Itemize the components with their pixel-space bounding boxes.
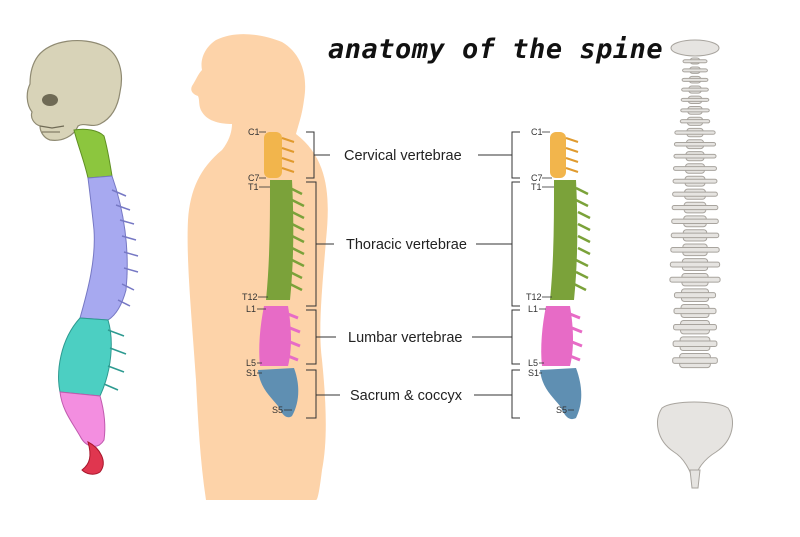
- pelvis-sacrum: [657, 401, 733, 485]
- bone-transverse-process: [681, 77, 709, 82]
- standalone-spine: C1 C7 T1 T12 L1 L5 S1 S5: [526, 127, 591, 420]
- label-s5: S5: [272, 405, 283, 415]
- bone-transverse-process: [673, 141, 717, 147]
- region-name-lumbar: Lumbar vertebrae: [348, 330, 462, 346]
- thoracic-segment: [79, 175, 128, 321]
- bone-transverse-process: [673, 153, 717, 159]
- sacrum-segment: [59, 391, 106, 447]
- region-names: Cervical vertebrae Thoracic vertebrae Lu…: [344, 148, 467, 404]
- bone-spine-front-view: [657, 39, 733, 489]
- bone-transverse-process: [671, 218, 719, 224]
- label-s1-right: S1: [528, 368, 539, 378]
- standalone-vertebra-labels: C1 C7 T1 T12 L1 L5 S1 S5: [526, 127, 574, 415]
- body-silhouette: [187, 34, 328, 500]
- bone-transverse-process: [672, 357, 718, 364]
- bone-transverse-process: [680, 97, 710, 102]
- bone-transverse-process: [680, 108, 710, 113]
- bone-transverse-process: [669, 276, 721, 283]
- bone-transverse-process: [682, 68, 708, 73]
- lumbar-processes: [103, 329, 127, 391]
- bone-transverse-process: [671, 204, 719, 211]
- bone-transverse-process: [670, 232, 720, 239]
- bone-transverse-process: [673, 292, 717, 299]
- label-c1-right: C1: [531, 127, 543, 137]
- thoracic-processes: [111, 189, 139, 307]
- bone-transverse-process: [669, 261, 721, 268]
- bone-transverse-process: [673, 307, 717, 315]
- bone-transverse-process: [670, 246, 720, 253]
- bone-transverse-process: [674, 130, 716, 135]
- bone-transverse-process: [682, 59, 708, 64]
- label-s5-right: S5: [556, 405, 567, 415]
- bone-transverse-process: [672, 191, 718, 197]
- bone-coccyx: [689, 469, 701, 489]
- label-c1: C1: [248, 127, 260, 137]
- skull-spine-model: [26, 39, 139, 475]
- silhouette-spine: [258, 132, 305, 418]
- label-t1: T1: [248, 182, 259, 192]
- bone-transverse-process: [679, 119, 711, 124]
- label-c7: C7: [248, 173, 260, 183]
- atlas-vertebra: [670, 39, 720, 57]
- label-l5: L5: [246, 358, 256, 368]
- label-t12: T12: [242, 292, 258, 302]
- label-t12-right: T12: [526, 292, 542, 302]
- label-c7-right: C7: [531, 173, 543, 183]
- region-name-sacrum: Sacrum & coccyx: [350, 388, 463, 404]
- silhouette-vertebra-labels: C1 C7 T1 T12 L1 L5 S1 S5: [242, 127, 292, 415]
- coccyx-segment: [81, 441, 104, 475]
- label-l1: L1: [246, 304, 256, 314]
- bone-transverse-process: [681, 87, 709, 92]
- bone-transverse-process: [673, 166, 717, 171]
- region-brackets: [306, 131, 520, 419]
- body-silhouette-diagram: C1 C7 T1 T12 L1 L5 S1 S5: [187, 34, 328, 500]
- diagram-title: anatomy of the spine: [328, 34, 664, 65]
- region-name-cervical: Cervical vertebrae: [344, 148, 462, 164]
- cervical-segment: [73, 128, 113, 179]
- label-t1-right: T1: [531, 182, 542, 192]
- skull: [26, 39, 123, 141]
- bone-transverse-process: [672, 340, 718, 347]
- bone-transverse-process: [673, 324, 717, 331]
- label-s1: S1: [246, 368, 257, 378]
- lumbar-segment: [58, 317, 112, 397]
- bone-transverse-process: [672, 178, 718, 184]
- bone-vertebrae: [669, 57, 721, 369]
- label-l1-right: L1: [528, 304, 538, 314]
- region-name-thoracic: Thoracic vertebrae: [346, 237, 467, 253]
- label-l5-right: L5: [528, 358, 538, 368]
